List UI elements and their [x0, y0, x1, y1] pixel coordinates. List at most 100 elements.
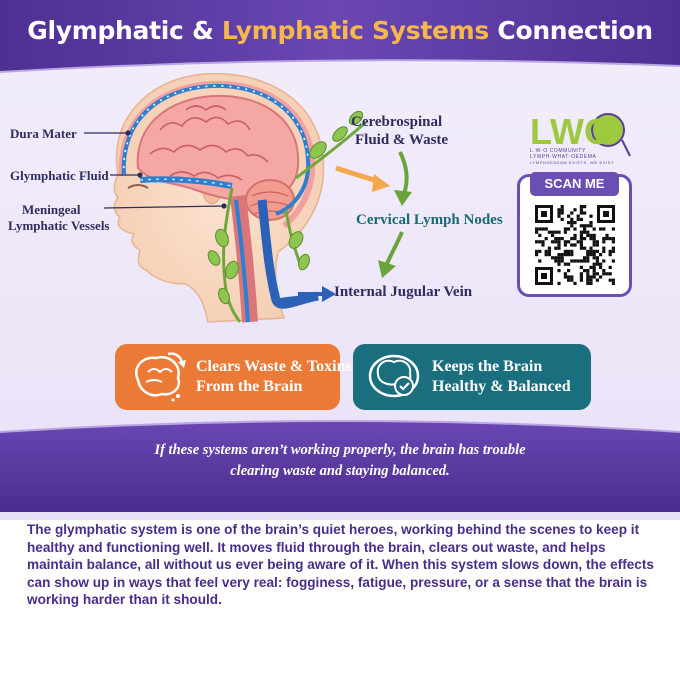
qr-module: [595, 259, 599, 263]
qr-module: [557, 259, 561, 263]
qr-module: [592, 262, 596, 266]
warning-line1: If these systems aren’t working properly…: [154, 442, 526, 458]
qr-module: [563, 272, 567, 276]
qr-module: [554, 230, 558, 234]
qr-module: [586, 233, 590, 237]
qr-module: [563, 243, 567, 247]
qr-module: [567, 227, 571, 231]
qr-module: [557, 240, 561, 244]
label-meningeal-line1: Meningeal: [22, 202, 81, 217]
qr-module: [567, 253, 571, 257]
qr-module: [563, 230, 567, 234]
qr-module: [538, 227, 542, 231]
qr-module: [579, 205, 583, 209]
qr-module: [567, 214, 571, 218]
qr-module: [538, 240, 542, 244]
qr-module: [589, 233, 593, 237]
qr-module: [592, 256, 596, 260]
qr-module: [576, 240, 580, 244]
qr-module: [592, 240, 596, 244]
qr-module: [573, 237, 577, 241]
qr-module: [570, 243, 574, 247]
qr-module: [560, 253, 564, 257]
qr-module: [551, 230, 555, 234]
benefit-1-line2: From the Brain: [196, 378, 303, 395]
qr-module: [583, 259, 587, 263]
qr-module: [583, 211, 587, 215]
benefit-1-line1: Clears Waste & Toxins: [196, 358, 352, 375]
qr-module: [592, 237, 596, 241]
warning-band: [0, 420, 680, 512]
qr-module: [570, 217, 574, 221]
qr-module: [573, 233, 577, 237]
qr-module: [567, 275, 571, 279]
warning-text: If these systems aren’t working properly…: [0, 440, 680, 482]
qr-module: [608, 253, 612, 257]
qr-module: [563, 275, 567, 279]
qr-module: [595, 256, 599, 260]
qr-module: [557, 262, 561, 266]
qr-module: [586, 253, 590, 257]
qr-module: [599, 253, 603, 257]
qr-module: [583, 227, 587, 231]
qr-module: [592, 253, 596, 257]
qr-module: [560, 211, 564, 215]
qr-module: [576, 214, 580, 218]
jugular-vein: [257, 199, 319, 309]
qr-module: [560, 237, 564, 241]
qr-module: [605, 272, 609, 276]
qr-module: [595, 243, 599, 247]
qr-module: [567, 269, 571, 273]
benefit-2-line1: Keeps the Brain: [432, 358, 543, 375]
qr-module: [592, 233, 596, 237]
qr-module: [557, 214, 561, 218]
qr-module: [560, 256, 564, 260]
qr-module: [608, 278, 612, 282]
qr-module: [576, 259, 580, 263]
qr-module: [586, 269, 590, 273]
qr-module: [535, 230, 539, 234]
qr-module: [611, 227, 615, 231]
qr-module: [586, 230, 590, 234]
qr-module: [602, 237, 606, 241]
qr-module: [592, 227, 596, 231]
qr-module: [586, 256, 590, 260]
qr-module: [583, 230, 587, 234]
qr-module: [611, 278, 615, 282]
qr-module: [535, 227, 539, 231]
body-paragraph: The glymphatic system is one of the brai…: [27, 522, 654, 607]
qr-module: [579, 275, 583, 279]
qr-module: [551, 240, 555, 244]
warning-line2: clearing waste and staying balanced.: [230, 463, 450, 479]
qr-module: [579, 224, 583, 228]
qr-module: [608, 237, 612, 241]
qr-module: [551, 233, 555, 237]
qr-module: [608, 249, 612, 253]
qr-module: [608, 265, 612, 269]
logo-line1: L·W·O COMMUNITY: [530, 148, 586, 154]
qr-module: [589, 275, 593, 279]
qr-module: [602, 240, 606, 244]
qr-module: [589, 214, 593, 218]
qr-module: [602, 272, 606, 276]
qr-module: [586, 224, 590, 228]
qr-module: [544, 253, 548, 257]
qr-module: [579, 211, 583, 215]
logo-line3: LYMPHOEDEMA EXISTS, WE EXIST: [530, 160, 615, 165]
qr-module: [535, 253, 539, 257]
qr-module: [602, 246, 606, 250]
qr-module: [557, 230, 561, 234]
qr-code[interactable]: [535, 205, 615, 285]
qr-module: [599, 227, 603, 231]
qr-module: [589, 221, 593, 225]
qr-module: [583, 237, 587, 241]
qr-module: [567, 278, 571, 282]
qr-module: [579, 272, 583, 276]
qr-module: [602, 269, 606, 273]
qr-module: [541, 243, 545, 247]
qr-module: [583, 224, 587, 228]
qr-module: [599, 262, 603, 266]
page-title: Glymphatic & Lymphatic Systems Connectio…: [0, 16, 680, 45]
qr-module: [547, 246, 551, 250]
